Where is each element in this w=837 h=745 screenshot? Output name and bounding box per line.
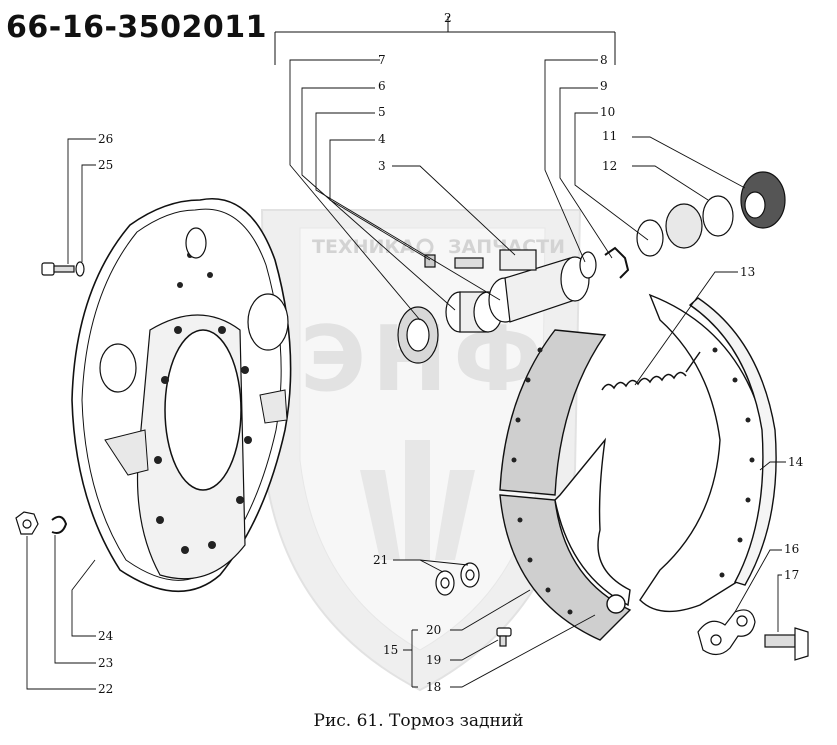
callout-18: 18 [426,680,441,694]
part-number-title: 66-16-3502011 [6,10,268,45]
callout-26: 26 [98,132,113,146]
callout-5: 5 [378,105,386,119]
pin-19 [496,627,512,647]
callout-labels: 2 7 8 6 9 5 10 4 11 3 12 26 25 13 14 16 … [98,11,804,696]
callout-20: 20 [426,623,441,637]
watermark-text-left: ТЕХНИКА [312,236,415,258]
figure-caption: Рис. 61. Тормоз задний [313,711,524,731]
callout-14: 14 [788,455,804,469]
callout-4: 4 [378,132,386,146]
callout-12: 12 [602,159,617,173]
callout-2: 2 [444,11,452,25]
bolt-17 [764,627,809,661]
brake-shoe-18 [499,329,632,641]
callout-17: 17 [784,568,799,582]
leader-lines [26,59,786,690]
bolt-26 [41,261,85,277]
washers-21 [435,562,480,596]
callout-6: 6 [378,79,386,93]
callout-25: 25 [98,158,113,172]
nut-22 [15,511,68,535]
callout-19: 19 [426,653,441,667]
callout-9: 9 [600,79,608,93]
watermark-gear-icon [416,238,434,256]
callout-22: 22 [98,682,113,696]
callout-11: 11 [602,129,617,143]
callout-10: 10 [600,105,615,119]
callout-23: 23 [98,656,113,670]
wheel-cylinder-assembly [397,171,786,364]
callout-13: 13 [740,265,755,279]
bracket-2 [274,16,616,65]
spring-13 [601,351,701,391]
callout-24: 24 [98,629,114,643]
callout-16: 16 [784,542,799,556]
callout-7: 7 [378,53,386,67]
callout-21: 21 [373,553,388,567]
callout-8: 8 [600,53,608,67]
callout-15: 15 [383,643,398,657]
watermark-wheat-icon [360,440,475,560]
backing-plate [71,198,292,593]
plate-16 [697,609,756,656]
callout-3: 3 [378,159,386,173]
brake-shoe-14 [639,293,777,613]
